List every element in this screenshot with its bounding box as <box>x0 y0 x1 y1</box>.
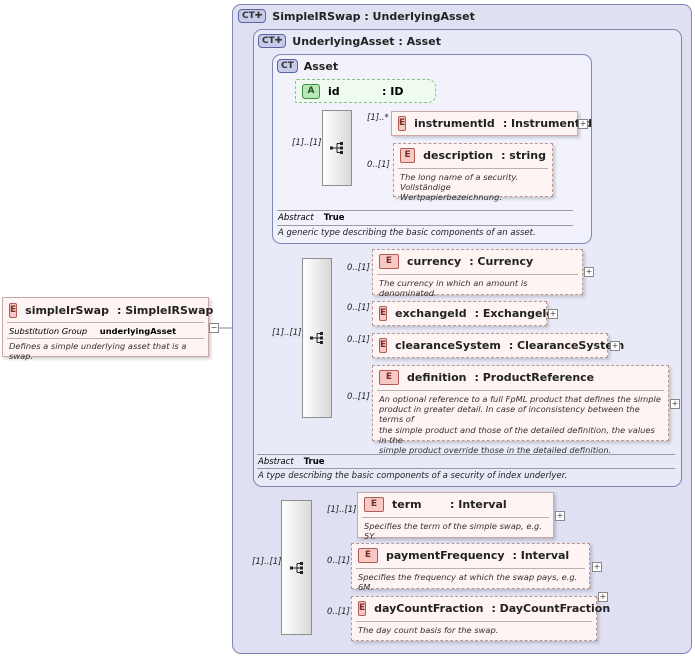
clearanceSystem-cardinality: 0..[1] <box>347 335 370 345</box>
exchangeId-cardinality: 0..[1] <box>347 303 370 313</box>
root-element-doc: Defines a simple underlying asset that i… <box>9 341 187 362</box>
element-type: : Interval <box>512 549 570 562</box>
currency-cardinality: 0..[1] <box>347 263 370 273</box>
description-cardinality: 0..[1] <box>367 160 390 170</box>
dayCountFraction-cardinality: 0..[1] <box>327 607 350 617</box>
element-instrumentId[interactable]: E instrumentId : InstrumentId <box>391 111 592 136</box>
element-doc: Specifies the term of the simple swap, e… <box>364 521 542 542</box>
attribute-name: id <box>328 85 340 98</box>
element-type: : InstrumentId <box>502 117 593 130</box>
element-type: : string <box>501 149 546 162</box>
element-icon: E <box>358 601 367 616</box>
element-definition[interactable]: E definition : ProductReference An optio… <box>372 365 669 455</box>
element-type: : Currency <box>469 255 534 268</box>
expand-exchangeId-button[interactable]: + <box>548 309 558 319</box>
complex-type-icon: CT✚ <box>258 34 287 48</box>
element-name: currency <box>407 255 462 268</box>
element-name: description <box>423 149 494 162</box>
complex-type-icon: CT✚ <box>238 9 267 23</box>
element-type: : ExchangeId <box>474 307 555 320</box>
definition-cardinality: 0..[1] <box>347 392 370 402</box>
root-element-type: : SimpleIRSwap <box>116 304 214 317</box>
expand-root-button[interactable]: − <box>209 323 219 333</box>
root-element-simpleIrSwap[interactable]: E simpleIrSwap : SimpleIRSwap Substituti… <box>2 297 213 361</box>
attribute-icon: A <box>302 84 320 99</box>
expand-instrumentId-button[interactable]: + <box>578 119 588 129</box>
sequence-compositor-asset[interactable] <box>322 110 352 186</box>
element-dayCountFraction[interactable]: E dayCountFraction : DayCountFraction Th… <box>351 596 610 641</box>
attribute-id[interactable]: A id : ID <box>295 79 436 103</box>
element-name: clearanceSystem <box>395 339 501 352</box>
expand-currency-button[interactable]: + <box>584 267 594 277</box>
complex-type-icon: CT <box>277 59 298 73</box>
element-icon: E <box>358 548 378 563</box>
sequence-icon <box>289 561 303 574</box>
sequence-icon <box>330 142 343 154</box>
element-icon: E <box>398 116 407 131</box>
expand-paymentFrequency-button[interactable]: + <box>592 562 602 572</box>
element-description[interactable]: E description : string The long name of … <box>393 143 553 202</box>
element-icon: E <box>379 370 399 385</box>
element-currency[interactable]: E currency : Currency The currency in wh… <box>372 249 583 299</box>
element-icon: E <box>9 303 18 318</box>
attribute-type: : ID <box>382 85 404 98</box>
sequence-cardinality-asset: [1]..[1] <box>292 138 322 148</box>
element-paymentFrequency[interactable]: E paymentFrequency : Interval Specifies … <box>351 543 590 593</box>
element-doc: Specifies the frequency at which the swa… <box>358 572 578 593</box>
element-icon: E <box>400 148 416 163</box>
expand-clearanceSystem-button[interactable]: + <box>610 341 620 351</box>
element-name: instrumentId <box>414 117 495 130</box>
element-icon: E <box>364 497 384 512</box>
term-cardinality: [1]..[1] <box>327 505 357 515</box>
element-icon: E <box>379 306 388 321</box>
inner-ct-title: Asset <box>303 59 339 73</box>
outer-ct-title: SimpleIRSwap : UnderlyingAsset <box>272 9 475 23</box>
middle-ct-doc: A type describing the basic components o… <box>258 471 568 481</box>
element-name: dayCountFraction <box>374 602 484 615</box>
paymentFrequency-cardinality: 0..[1] <box>327 556 350 566</box>
sequence-icon <box>310 332 323 344</box>
element-type: : Interval <box>450 498 507 511</box>
inner-ct-doc: A generic type describing the basic comp… <box>278 228 536 238</box>
element-type: : DayCountFraction <box>491 602 611 615</box>
element-doc: An optional reference to a full FpML pro… <box>379 394 661 456</box>
element-name: term <box>392 498 422 511</box>
element-doc: The currency in which an amount is denom… <box>379 278 528 299</box>
element-icon: E <box>379 254 399 269</box>
element-clearanceSystem[interactable]: E clearanceSystem : ClearanceSystem <box>372 333 624 358</box>
sequence-cardinality-simpleirswap: [1]..[1] <box>252 557 282 567</box>
element-term[interactable]: E term : Interval Specifies the term of … <box>357 492 554 542</box>
element-name: definition <box>407 371 467 384</box>
element-icon: E <box>379 338 388 353</box>
element-doc: The day count basis for the swap. <box>358 625 499 635</box>
instrumentId-cardinality: [1]..* <box>367 113 389 123</box>
element-name: exchangeId <box>395 307 467 320</box>
expand-term-button[interactable]: + <box>555 511 565 521</box>
element-type: : ProductReference <box>474 371 595 384</box>
element-exchangeId[interactable]: E exchangeId : ExchangeId <box>372 301 554 326</box>
element-type: : ClearanceSystem <box>508 339 625 352</box>
sequence-compositor-simpleirswap[interactable] <box>281 500 312 635</box>
sequence-compositor-underlyingasset[interactable] <box>302 258 332 418</box>
middle-ct-title: UnderlyingAsset : Asset <box>292 34 441 48</box>
expand-dayCountFraction-button[interactable]: + <box>598 592 608 602</box>
root-element-name: simpleIrSwap <box>25 304 109 317</box>
element-doc: The long name of a security. Vollständig… <box>400 172 519 203</box>
sequence-cardinality-underlyingasset: [1]..[1] <box>272 328 302 338</box>
substitution-group-row: Substitution Group underlyingAsset <box>9 326 177 336</box>
element-name: paymentFrequency <box>386 549 505 562</box>
expand-definition-button[interactable]: + <box>670 399 680 409</box>
